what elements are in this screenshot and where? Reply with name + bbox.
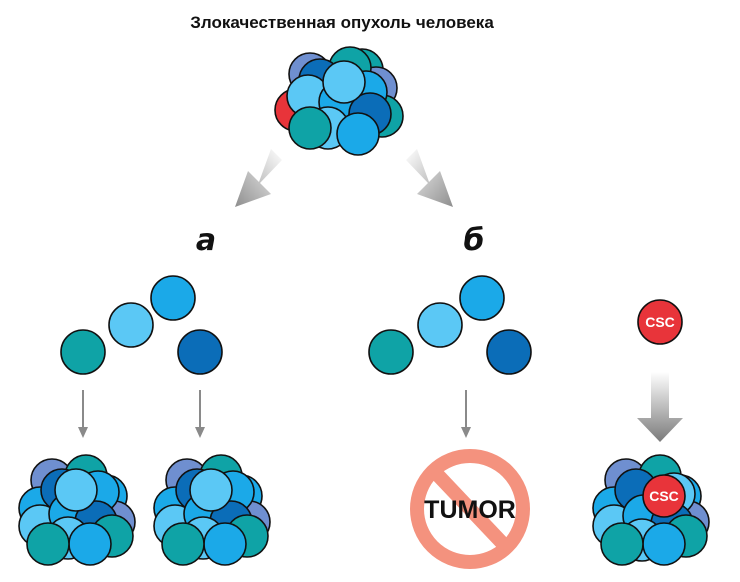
csc-regrown-tumor-cluster: CSC (592, 454, 710, 566)
csc-down-arrow (637, 372, 683, 442)
cell-sky-blue (150, 275, 196, 321)
csc-cell: CSC (637, 299, 683, 345)
tumor-cell (336, 112, 380, 156)
split-arrow-left (235, 149, 282, 207)
prohibit-ring (410, 449, 530, 569)
tumor-cell (161, 522, 205, 566)
thin-arrows (78, 390, 471, 438)
tumor-cell (288, 106, 332, 150)
csc-cell-circle (637, 299, 683, 345)
down-arrow (461, 390, 471, 438)
cell-light-blue (108, 302, 154, 348)
tumor-cell (322, 60, 366, 104)
cell-sky-blue (459, 275, 505, 321)
csc-cell-in-tumor (642, 474, 686, 518)
cell-dark-blue (177, 329, 223, 375)
down-arrow (78, 390, 88, 438)
regrown-tumor-cluster (18, 454, 136, 566)
tumor-cell (68, 522, 112, 566)
panel-label-b: б (464, 223, 485, 258)
top-tumor-cluster (274, 46, 404, 156)
down-arrow (195, 390, 205, 438)
tumor-cell (600, 522, 644, 566)
csc-label-in-tumor: CSC (649, 488, 679, 504)
tumor-cell (189, 468, 233, 512)
prohibit-slash (428, 466, 512, 552)
no-tumor-symbol: TUMOR (410, 449, 530, 569)
tumor-label: TUMOR (424, 496, 516, 524)
split-arrow-right (406, 149, 453, 207)
panel-label-a: а (196, 223, 216, 258)
cell-teal (368, 329, 414, 375)
tumor-cell (54, 468, 98, 512)
panel-a-cells (60, 275, 223, 375)
diagram-title: Злокачественная опухоль человека (190, 13, 494, 32)
tumor-cell (203, 522, 247, 566)
panel-b-cells (368, 275, 532, 375)
tumor-cell (642, 522, 686, 566)
cell-dark-blue (486, 329, 532, 375)
cell-light-blue (417, 302, 463, 348)
regrown-tumor-cluster (153, 454, 271, 566)
tumor-cell (26, 522, 70, 566)
csc-label: CSC (645, 314, 675, 330)
cell-teal (60, 329, 106, 375)
